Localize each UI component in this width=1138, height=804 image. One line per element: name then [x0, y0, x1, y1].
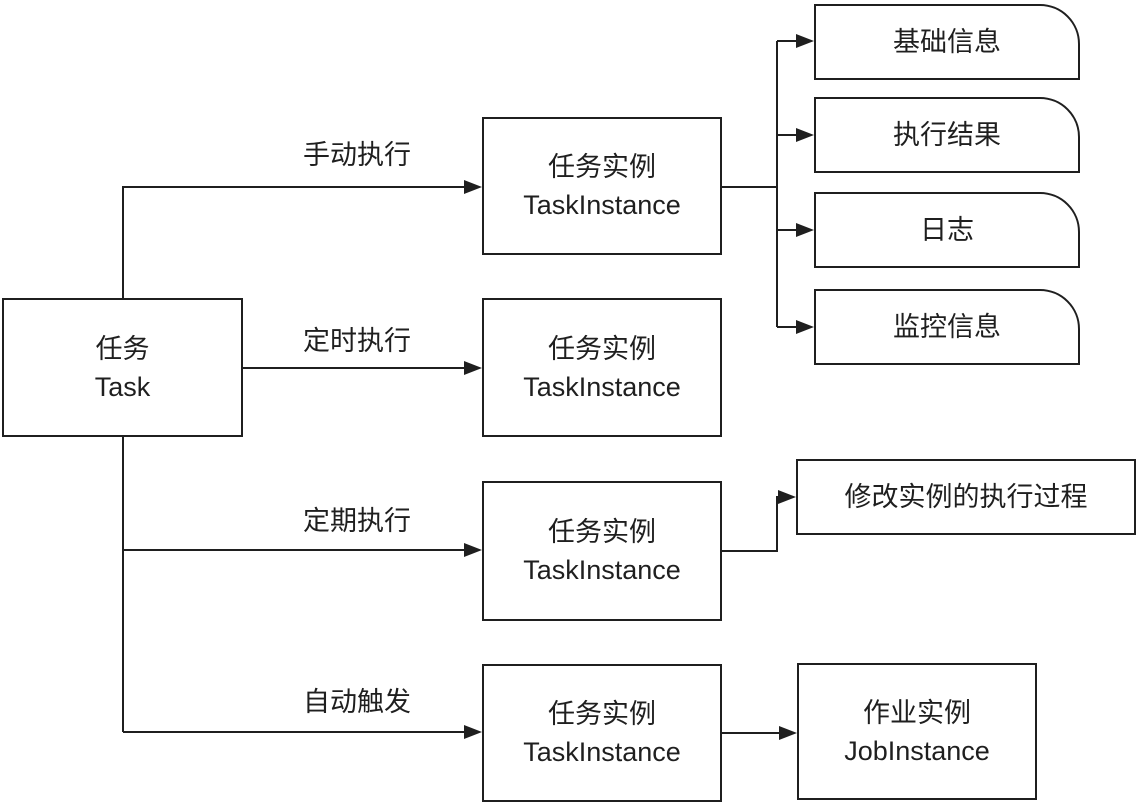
node-detail-monitor-info: 监控信息: [814, 289, 1080, 365]
node-detail-exec-result-label: 执行结果: [893, 120, 1001, 150]
connector-detail-basic: [777, 34, 814, 48]
node-detail-log: 日志: [814, 192, 1080, 268]
node-task: 任务 Task: [2, 298, 243, 437]
node-detail-basic-info: 基础信息: [814, 4, 1080, 80]
node-task-instance-auto: 任务实例 TaskInstance: [482, 664, 722, 802]
node-task-label-cn: 任务: [95, 333, 150, 364]
node-detail-log-label: 日志: [920, 215, 974, 245]
node-task-instance-manual: 任务实例 TaskInstance: [482, 117, 722, 255]
node-modify-exec-process-label: 修改实例的执行过程: [844, 482, 1088, 512]
connector-detail-trunk: [722, 41, 778, 327]
connector-auto: [123, 725, 482, 739]
node-task-instance-label-en: TaskInstance: [523, 737, 681, 767]
node-task-instance-label-en: TaskInstance: [523, 371, 681, 402]
node-task-instance-label-cn: 任务实例: [548, 152, 656, 182]
node-task-instance-label-cn: 任务实例: [548, 333, 656, 364]
node-task-instance-scheduled: 任务实例 TaskInstance: [482, 298, 722, 437]
node-detail-monitor-info-label: 监控信息: [893, 312, 1001, 342]
edge-label-manual-exec: 手动执行: [303, 140, 411, 170]
node-detail-exec-result: 执行结果: [814, 97, 1080, 173]
node-task-instance-label-en: TaskInstance: [523, 555, 681, 585]
node-task-instance-label-cn: 任务实例: [548, 517, 656, 547]
connector-detail-log: [777, 223, 814, 237]
edge-label-auto-trigger: 自动触发: [303, 687, 411, 717]
connector-modify-process: [722, 490, 796, 552]
node-task-instance-periodic: 任务实例 TaskInstance: [482, 481, 722, 621]
node-job-instance-label-en: JobInstance: [844, 735, 990, 766]
connector-detail-result: [777, 128, 814, 142]
node-job-instance-label-cn: 作业实例: [863, 697, 971, 728]
connector-manual: [122, 180, 482, 298]
edge-label-scheduled-exec: 定时执行: [303, 326, 411, 356]
node-job-instance: 作业实例 JobInstance: [797, 663, 1037, 800]
node-task-instance-label-en: TaskInstance: [523, 190, 681, 220]
node-task-label-en: Task: [94, 371, 151, 402]
edge-label-periodic-exec: 定期执行: [303, 506, 411, 536]
connector-periodic: [123, 543, 482, 557]
connector-job-instance: [722, 726, 797, 740]
node-task-instance-label-cn: 任务实例: [548, 699, 656, 729]
connector-detail-monitor: [777, 320, 814, 334]
node-detail-basic-info-label: 基础信息: [893, 27, 1001, 57]
connector-scheduled: [243, 361, 482, 375]
node-modify-exec-process: 修改实例的执行过程: [796, 459, 1136, 535]
